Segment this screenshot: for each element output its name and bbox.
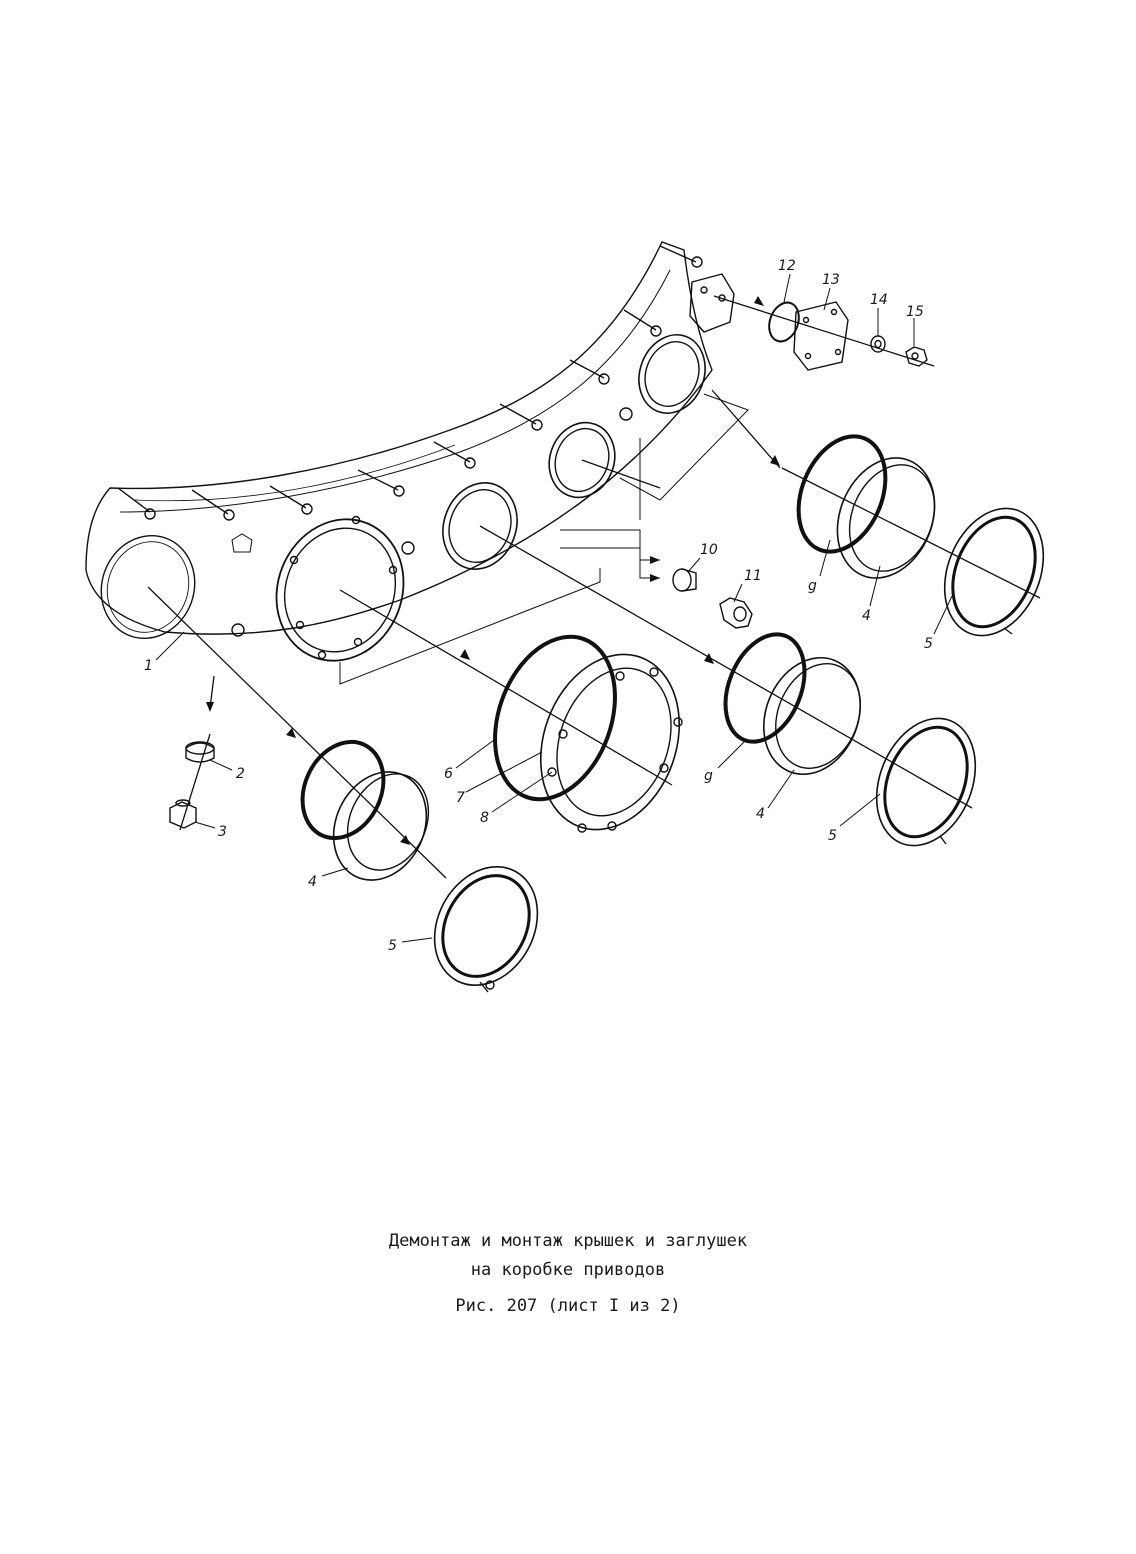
plug-10 bbox=[672, 568, 697, 592]
callout-7: 7 bbox=[456, 790, 465, 806]
bolts-8 bbox=[547, 667, 683, 833]
callout-4-upper: 4 bbox=[862, 608, 871, 624]
cover-4-middle bbox=[762, 656, 862, 776]
callout-4-left: 4 bbox=[308, 874, 317, 890]
o-ring-g-upper bbox=[796, 434, 888, 554]
figure-number: Рис. 207 (лист I из 2) bbox=[455, 1296, 681, 1316]
seal-12 bbox=[768, 301, 800, 343]
callouts: 1 2 3 4 5 6 7 8 g 4 5 g 4 5 10 11 12 13 … bbox=[144, 258, 933, 954]
housing-bore-1 bbox=[100, 534, 196, 640]
plug-2 bbox=[185, 741, 215, 763]
housing-bore-large bbox=[275, 515, 405, 662]
housing-bore-upper-2 bbox=[638, 334, 706, 414]
cover-7 bbox=[539, 653, 681, 831]
callout-6: 6 bbox=[444, 766, 453, 782]
gasket-6 bbox=[493, 634, 617, 802]
callout-13: 13 bbox=[822, 272, 840, 288]
clamp-5-upper bbox=[943, 507, 1045, 637]
gearbox-housing bbox=[85, 241, 713, 637]
housing-bore-middle bbox=[442, 482, 518, 570]
nut-15 bbox=[905, 346, 928, 367]
callout-2: 2 bbox=[236, 766, 245, 782]
cover-4-upper bbox=[836, 457, 936, 579]
leader-lines bbox=[155, 273, 953, 943]
housing-flange-top bbox=[689, 273, 735, 333]
callout-1: 1 bbox=[144, 658, 153, 674]
callout-3: 3 bbox=[218, 824, 227, 840]
caption-title-line-1: Демонтаж и монтаж крышек и заглушек bbox=[388, 1231, 748, 1251]
callout-12: 12 bbox=[778, 258, 796, 274]
callout-g-upper: g bbox=[808, 578, 817, 594]
union-nut-11 bbox=[719, 597, 753, 629]
routing-lines bbox=[339, 393, 749, 685]
callout-11: 11 bbox=[744, 568, 762, 584]
clamp-5-left bbox=[433, 866, 539, 993]
washer-14 bbox=[870, 335, 886, 353]
axis-lines bbox=[147, 295, 1041, 879]
callout-5-middle: 5 bbox=[828, 828, 837, 844]
cover-13 bbox=[793, 301, 849, 371]
caption-title-line-2: на коробке приводов bbox=[470, 1260, 666, 1280]
callout-4-middle: 4 bbox=[756, 806, 765, 822]
fitting-3 bbox=[169, 799, 197, 829]
o-ring-left bbox=[300, 739, 386, 841]
callout-14: 14 bbox=[870, 292, 888, 308]
clamp-5-middle bbox=[875, 717, 977, 847]
callout-g-middle: g bbox=[704, 768, 713, 784]
callout-8: 8 bbox=[480, 810, 489, 826]
callout-15: 15 bbox=[906, 304, 924, 320]
callout-10: 10 bbox=[700, 542, 718, 558]
callout-5-upper: 5 bbox=[924, 636, 933, 652]
o-ring-g-middle bbox=[723, 632, 807, 744]
cover-4-left bbox=[332, 771, 430, 881]
callout-5-left: 5 bbox=[388, 938, 397, 954]
arrowheads bbox=[206, 296, 780, 845]
